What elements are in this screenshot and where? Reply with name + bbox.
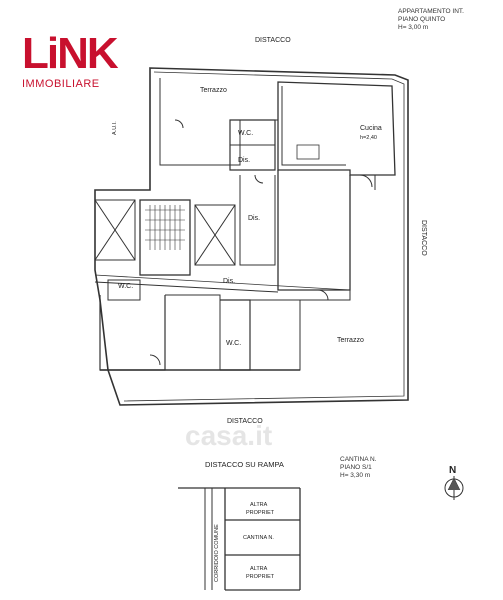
- label-propriet-1: PROPRIET: [246, 510, 275, 516]
- label-cucina-height: h=2,40: [360, 135, 377, 141]
- header-line-2: PIANO QUINTO: [398, 16, 446, 23]
- label-wc-bottom: W.C.: [226, 340, 242, 347]
- north-label: N: [449, 465, 457, 476]
- header-line-1: APPARTAMENTO INT.: [398, 8, 464, 15]
- label-terrazzo-top: Terrazzo: [200, 87, 227, 94]
- label-propriet-2: PROPRIET: [246, 574, 275, 580]
- cantina-line-3: H= 3,30 m: [340, 472, 371, 479]
- cantina-header: CANTINA N. PIANO S/1 H= 3,30 m: [340, 456, 376, 480]
- cantina-line-1: CANTINA N.: [340, 456, 377, 463]
- label-cantina-n: CANTINA N.: [243, 535, 274, 541]
- label-dis-center: Dis.: [248, 215, 261, 222]
- label-distacco-bottom: DISTACCO: [227, 418, 263, 425]
- north-arrow-icon: [444, 476, 464, 500]
- cantina-line-2: PIANO S/1: [340, 464, 372, 471]
- label-distacco-right: DISTACCO: [420, 220, 427, 256]
- label-altra-2: ALTRA: [250, 566, 268, 572]
- label-cucina: Cucina: [360, 125, 382, 132]
- label-distacco-su-rampa: DISTACCO SU RAMPA: [205, 460, 284, 469]
- label-altra-1: ALTRA: [250, 502, 268, 508]
- logo-subtitle: IMMOBILIARE: [22, 78, 100, 90]
- label-wc-left: W.C.: [118, 283, 134, 290]
- agency-logo: LiNK IMMOBILIARE: [22, 32, 132, 102]
- watermark: casa.it: [185, 420, 273, 451]
- label-corridoio-comune: CORRIDOIO COMUNE: [214, 524, 220, 582]
- plan-header: APPARTAMENTO INT. PIANO QUINTO H= 3,00 m: [398, 8, 464, 32]
- label-wc-top: W.C.: [238, 130, 254, 137]
- label-aui: A.U.I.: [112, 121, 118, 135]
- label-terrazzo-right: Terrazzo: [337, 337, 364, 344]
- header-line-3: H= 3,00 m: [398, 24, 429, 31]
- label-dis-corridor: Dis.: [223, 278, 236, 285]
- label-dis-top: Dis.: [238, 157, 251, 164]
- label-distacco-top: DISTACCO: [255, 37, 291, 44]
- logo-mark: LiNK: [22, 29, 119, 78]
